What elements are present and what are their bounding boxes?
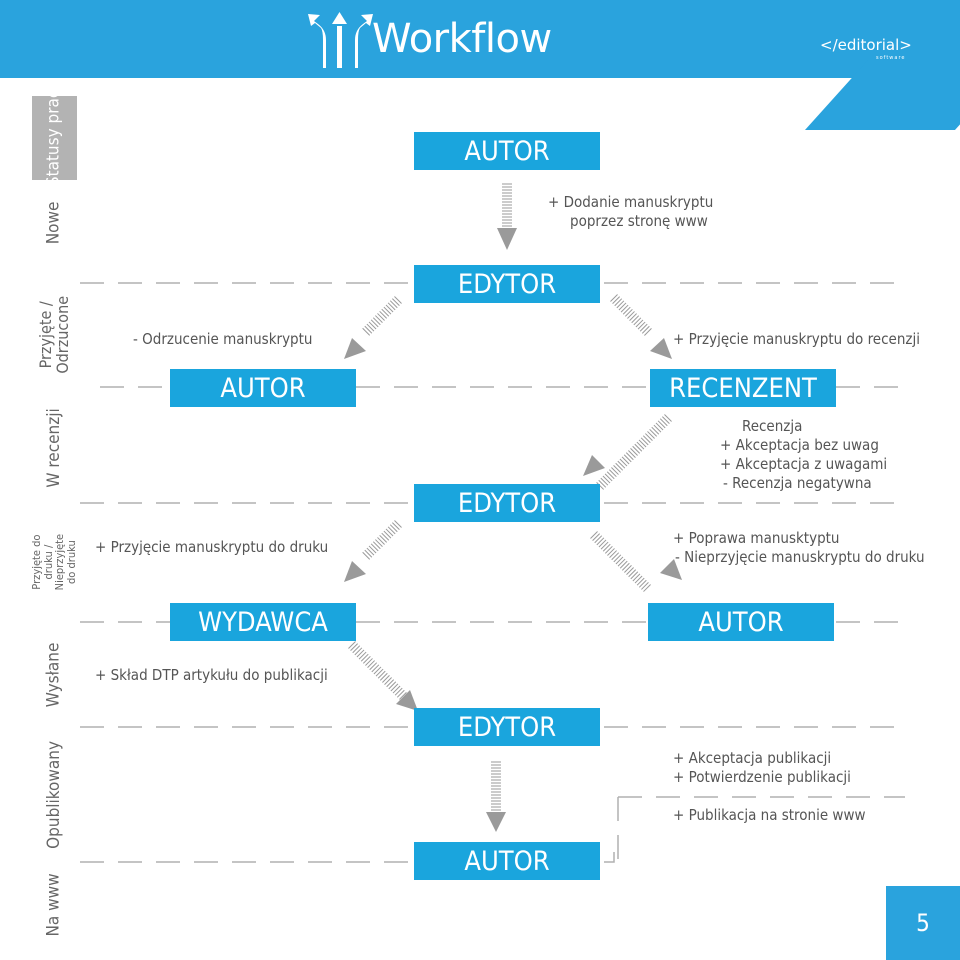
- note-akceptacja-publ: + Akceptacja publikacji: [673, 749, 832, 767]
- note-negatywna: - Recenzja negatywna: [723, 474, 872, 492]
- arrow-down-1: [502, 183, 512, 227]
- brand-logo: </editorial>: [820, 36, 912, 54]
- note-akceptacja-bez: + Akceptacja bez uwag: [720, 436, 879, 454]
- status-przyjete: Przyjęte / Odrzucone: [35, 296, 72, 374]
- workflow-logo-icon: [308, 12, 373, 68]
- arrow-down-2: [491, 761, 501, 811]
- header-bar: [0, 0, 960, 78]
- note-recenzja: Recenzja: [742, 417, 803, 435]
- note-dodanie: + Dodanie manuskryptu: [548, 193, 714, 211]
- status-na-www: Na www: [43, 873, 64, 937]
- page-number: 5: [886, 886, 960, 960]
- role-box-recenzent: RECENZENT: [650, 369, 836, 407]
- brand-subtitle: software: [876, 55, 906, 61]
- role-box-edytor-1: EDYTOR: [414, 265, 600, 303]
- note-przyjecie-recenzji: + Przyjęcie manuskryptu do recenzji: [673, 330, 920, 348]
- note-potwierdzenie: + Potwierdzenie publikacji: [673, 768, 851, 786]
- status-opublikowany: Opublikowany: [43, 741, 64, 849]
- role-box-autor-left: AUTOR: [170, 369, 356, 407]
- status-wyslane: Wysłane: [43, 642, 64, 708]
- role-box-wydawca: WYDAWCA: [170, 603, 356, 641]
- role-box-autor-top: AUTOR: [414, 132, 600, 170]
- note-publikacja-www: + Publikacja na stronie www: [673, 806, 866, 824]
- status-nowe: Nowe: [43, 201, 64, 244]
- role-box-autor-right: AUTOR: [648, 603, 834, 641]
- role-box-autor-bottom: AUTOR: [414, 842, 600, 880]
- note-odrzucenie: - Odrzucenie manuskryptu: [133, 330, 313, 348]
- note-akceptacja-z: + Akceptacja z uwagami: [720, 455, 888, 473]
- status-heading-box: [32, 96, 77, 180]
- status-w-recenzji: W recenzji: [43, 407, 64, 488]
- status-do-druku: Przyjęte do druku / Nieprzyjęte do druku: [30, 533, 79, 591]
- status-heading: Statusy prac: [43, 89, 64, 187]
- note-sklad: + Skład DTP artykułu do publikacji: [95, 666, 328, 684]
- note-dodanie-2: poprzez stronę www: [570, 212, 708, 230]
- note-poprawa: + Poprawa manusktyptu: [673, 529, 840, 547]
- role-box-edytor-2: EDYTOR: [414, 484, 600, 522]
- note-przyjecie-druku: + Przyjęcie manuskryptu do druku: [95, 538, 329, 556]
- note-nieprzyjecie: - Nieprzyjęcie manuskryptu do druku: [675, 548, 925, 566]
- app-title: Workflow: [372, 16, 552, 62]
- role-box-edytor-3: EDYTOR: [414, 708, 600, 746]
